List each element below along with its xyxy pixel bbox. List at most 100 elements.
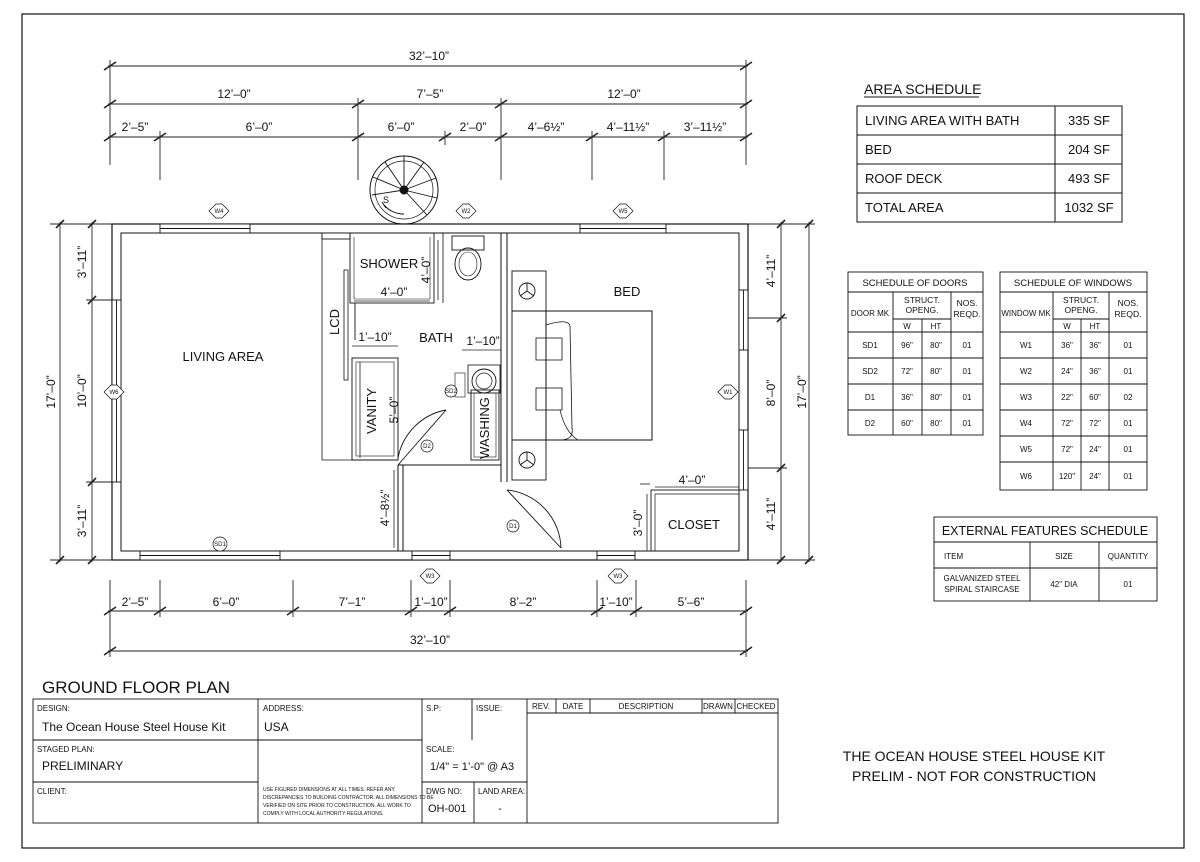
window-tag: W5 — [619, 209, 629, 215]
opening-tag-labels: W4 W2 W5 W6 W1 W3 W3 SD1 SD2 D2 D1 — [110, 209, 734, 580]
stair-direction-label: S — [383, 195, 389, 205]
washing-label: WASHING — [477, 397, 492, 459]
design-label: DESIGN: — [37, 704, 70, 713]
land-area-value: - — [498, 803, 502, 815]
dim-bath-right: 1’–10” — [466, 334, 499, 348]
room-living-area: LIVING AREA — [183, 349, 264, 364]
dim-bottom-segment: 1’–10” — [414, 595, 447, 609]
dim-left-segment: 10’–0” — [75, 374, 89, 407]
door-tag: D2 — [423, 444, 431, 450]
windows-header-ht: HT — [1090, 322, 1101, 331]
door-nos: 01 — [963, 367, 972, 376]
door-tag: SD1 — [214, 542, 226, 548]
window-mk: W1 — [1020, 341, 1033, 350]
rev-header: DATE — [563, 702, 584, 711]
design-value: The Ocean House Steel House Kit — [42, 720, 226, 734]
dim-top-segment: 6’–0” — [388, 120, 415, 134]
window-ht: 36" — [1089, 367, 1101, 376]
window-nos: 01 — [1124, 419, 1133, 428]
door-ht: 80" — [930, 367, 942, 376]
window-nos: 01 — [1124, 341, 1133, 350]
staged-value: PRELIMINARY — [42, 759, 123, 773]
dim-bottom-segment: 7’–1” — [339, 595, 366, 609]
door-mk: D2 — [865, 419, 876, 428]
dim-right-segment: 8’–0” — [764, 380, 778, 407]
area-row-name: BED — [865, 142, 892, 157]
window-mk: W3 — [1020, 393, 1033, 402]
bottom-dimensions — [103, 580, 753, 657]
project-title: THE OCEAN HOUSE STEEL HOUSE KIT — [843, 748, 1106, 764]
area-row-name: LIVING AREA WITH BATH — [865, 113, 1019, 128]
door-ht: 80" — [930, 393, 942, 402]
area-row-value: 204 SF — [1068, 142, 1110, 157]
dim-shower-width: 4’–0” — [381, 285, 408, 299]
room-bed: BED — [614, 284, 641, 299]
side-dimensions — [50, 219, 815, 565]
external-schedule-table — [933, 516, 1158, 602]
window-nos: 01 — [1124, 472, 1133, 481]
dim-closet-width: 4’–0” — [679, 473, 706, 487]
window-w: 72" — [1061, 419, 1073, 428]
scale-label: SCALE: — [426, 745, 454, 754]
doors-header-nos: NOS. REQD. — [953, 298, 981, 319]
dim-left-overall: 17’–0” — [44, 375, 58, 408]
window-mk: W5 — [1020, 445, 1033, 454]
note-line: VERIFIED ON SITE PRIOR TO CONSTRUCTION. … — [263, 803, 411, 809]
rev-header: REV. — [532, 702, 550, 711]
address-value: USA — [264, 720, 289, 734]
doors-schedule-title: SCHEDULE OF DOORS — [862, 278, 967, 289]
windows-schedule-text: SCHEDULE OF WINDOWS WINDOW MK STRUCT. OP… — [1001, 278, 1141, 481]
bedside-lamps — [518, 282, 536, 469]
side-dimension-labels: 17’–0” 3’–11” 10’–0” 3’–11” 4’–11” 8’–0”… — [44, 246, 809, 537]
title-block-grid — [32, 698, 779, 824]
dim-top-overall: 32’–10” — [409, 49, 449, 63]
dim-bottom-segment: 1’–10” — [599, 595, 632, 609]
door-tag: SD2 — [445, 389, 457, 395]
dim-top-segment: 3’–11½” — [684, 120, 726, 134]
dim-top-segment: 2’–5” — [122, 120, 149, 134]
dim-right-overall: 17’–0” — [795, 375, 809, 408]
dim-top-segment: 4’–6½” — [528, 120, 565, 134]
dim-right-segment: 4’–11” — [764, 255, 778, 287]
rev-header: CHECKED — [736, 702, 775, 711]
window-w: 120" — [1059, 472, 1075, 481]
spiral-staircase — [369, 155, 439, 225]
dim-closet-height: 3’–0” — [631, 510, 645, 537]
external-size: 42" DIA — [1050, 580, 1078, 589]
title-block: DESIGN: The Ocean House Steel House Kit … — [37, 702, 776, 817]
door-mk: SD2 — [862, 367, 878, 376]
window-tag: W3 — [426, 574, 436, 580]
dim-bottom-segment: 2’–5” — [122, 595, 149, 609]
dim-left-segment: 3’–11” — [75, 505, 89, 537]
dwg-value: OH-001 — [428, 803, 467, 815]
dim-vanity: 5’–0” — [387, 397, 401, 424]
window-tag: W4 — [215, 209, 225, 215]
plan-title: GROUND FLOOR PLAN — [42, 678, 230, 697]
area-row-name: TOTAL AREA — [865, 200, 944, 215]
windows-schedule-title: SCHEDULE OF WINDOWS — [1014, 278, 1132, 289]
land-area-label: LAND AREA: — [478, 787, 525, 796]
bottom-dimension-labels: 2’–5” 6’–0” 7’–1” 1’–10” 8’–2” 1’–10” 5’… — [122, 595, 705, 647]
dim-top-segment: 12’–0” — [217, 87, 250, 101]
window-tag: W3 — [614, 574, 624, 580]
door-ht: 80" — [930, 341, 942, 350]
dim-bottom-segment: 6’–0” — [213, 595, 240, 609]
window-w: 24" — [1061, 367, 1073, 376]
note-line: DISCREPANCIES TO BUILDING CONTRACTOR. AL… — [263, 795, 434, 801]
room-labels: LIVING AREA BATH SHOWER BED CLOSET VANIT… — [183, 256, 721, 532]
doors-header-opening: STRUCT. OPENG. — [904, 295, 940, 315]
window-tag: W2 — [462, 209, 472, 215]
dim-top-segment: 4’–11½” — [607, 120, 649, 134]
external-item: GALVANIZED STEEL — [943, 574, 1021, 583]
dim-top-segment: 7’–5” — [417, 87, 444, 101]
dim-hall: 4’–8½” — [378, 490, 392, 527]
external-schedule-title: EXTERNAL FEATURES SCHEDULE — [942, 524, 1148, 538]
sheet-border — [21, 13, 1185, 849]
area-row-value: 493 SF — [1068, 171, 1110, 186]
sp-label: S.P: — [426, 704, 441, 713]
window-ht: 24" — [1089, 445, 1101, 454]
vanity-label: VANITY — [364, 388, 379, 434]
staged-label: STAGED PLAN: — [37, 745, 95, 754]
doors-header-w: W — [903, 322, 911, 331]
